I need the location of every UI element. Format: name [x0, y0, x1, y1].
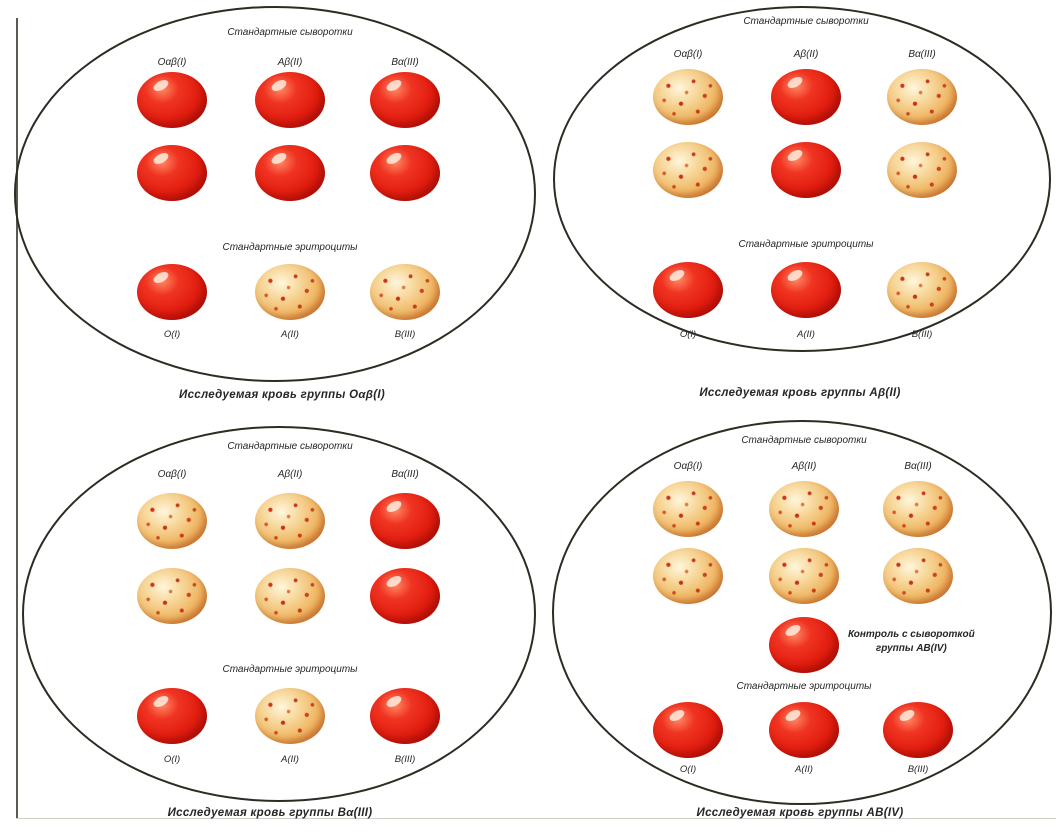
unagglutinated-drop [771, 142, 841, 198]
serum-column-label: Oαβ(I) [158, 470, 187, 480]
erythrocyte-column-label: B(III) [908, 765, 929, 775]
agglutinated-drop [653, 69, 723, 125]
unagglutinated-drop [883, 702, 953, 758]
erythrocyte-column-label: A(II) [797, 330, 815, 340]
serum-column-label: Bα(III) [391, 470, 418, 480]
erythrocyte-column-label: A(II) [281, 755, 299, 765]
erythrocyte-column-label: B(III) [395, 755, 416, 765]
erythrocyte-column-label: A(II) [795, 765, 813, 775]
agglutinated-drop [137, 568, 207, 624]
serum-column-label: Aβ(II) [278, 470, 303, 480]
standard-erythrocytes-heading: Стандартные эритроциты [738, 240, 873, 250]
erythrocyte-column-label: O(I) [164, 330, 180, 340]
agglutinated-drop [370, 264, 440, 320]
serum-column-label: Bα(III) [391, 58, 418, 68]
serum-column-label: Bα(III) [904, 462, 931, 472]
unagglutinated-drop [255, 145, 325, 201]
erythrocyte-column-label: O(I) [680, 765, 696, 775]
plate-caption: Исследуемая кровь группы AB(IV) [697, 808, 904, 820]
plate-caption: Исследуемая кровь группы Oαβ(I) [179, 390, 385, 402]
agglutinated-drop [255, 264, 325, 320]
unagglutinated-drop [370, 72, 440, 128]
serum-column-label: Oαβ(I) [674, 50, 703, 60]
standard-sera-heading: Стандартные сыворотки [741, 436, 866, 446]
unagglutinated-drop [137, 264, 207, 320]
serum-column-label: Oαβ(I) [674, 462, 703, 472]
agglutinated-drop [887, 69, 957, 125]
unagglutinated-drop [370, 493, 440, 549]
serum-column-label: Bα(III) [908, 50, 935, 60]
control-drop [769, 617, 839, 673]
agglutinated-drop [653, 481, 723, 537]
unagglutinated-drop [653, 262, 723, 318]
plate-caption: Исследуемая кровь группы Bα(III) [168, 808, 373, 820]
serum-column-label: Aβ(II) [792, 462, 817, 472]
agglutinated-drop [137, 493, 207, 549]
unagglutinated-drop [137, 688, 207, 744]
standard-sera-heading: Стандартные сыворотки [227, 442, 352, 452]
control-label-line2: группы AB(IV) [848, 642, 975, 656]
unagglutinated-drop [137, 145, 207, 201]
unagglutinated-drop [255, 72, 325, 128]
left-divider [16, 18, 18, 818]
agglutinated-drop [255, 568, 325, 624]
standard-erythrocytes-heading: Стандартные эритроциты [222, 243, 357, 253]
agglutinated-drop [255, 493, 325, 549]
control-label-line1: Контроль с сывороткой [848, 628, 975, 642]
agglutinated-drop [883, 481, 953, 537]
agglutinated-drop [887, 142, 957, 198]
erythrocyte-column-label: B(III) [912, 330, 933, 340]
agglutinated-drop [769, 548, 839, 604]
plate-caption: Исследуемая кровь группы Aβ(II) [699, 388, 900, 400]
unagglutinated-drop [370, 568, 440, 624]
unagglutinated-drop [653, 702, 723, 758]
agglutinated-drop [653, 142, 723, 198]
erythrocyte-column-label: A(II) [281, 330, 299, 340]
agglutinated-drop [255, 688, 325, 744]
agglutinated-drop [887, 262, 957, 318]
unagglutinated-drop [769, 702, 839, 758]
standard-erythrocytes-heading: Стандартные эритроциты [736, 682, 871, 692]
unagglutinated-drop [370, 145, 440, 201]
serum-column-label: Aβ(II) [794, 50, 819, 60]
serum-column-label: Oαβ(I) [158, 58, 187, 68]
agglutinated-drop [769, 481, 839, 537]
serum-column-label: Aβ(II) [278, 58, 303, 68]
erythrocyte-column-label: O(I) [680, 330, 696, 340]
standard-sera-heading: Стандартные сыворотки [227, 28, 352, 38]
unagglutinated-drop [771, 262, 841, 318]
unagglutinated-drop [370, 688, 440, 744]
agglutinated-drop [883, 548, 953, 604]
unagglutinated-drop [137, 72, 207, 128]
erythrocyte-column-label: B(III) [395, 330, 416, 340]
agglutinated-drop [653, 548, 723, 604]
standard-sera-heading: Стандартные сыворотки [743, 17, 868, 27]
erythrocyte-column-label: O(I) [164, 755, 180, 765]
standard-erythrocytes-heading: Стандартные эритроциты [222, 665, 357, 675]
unagglutinated-drop [771, 69, 841, 125]
